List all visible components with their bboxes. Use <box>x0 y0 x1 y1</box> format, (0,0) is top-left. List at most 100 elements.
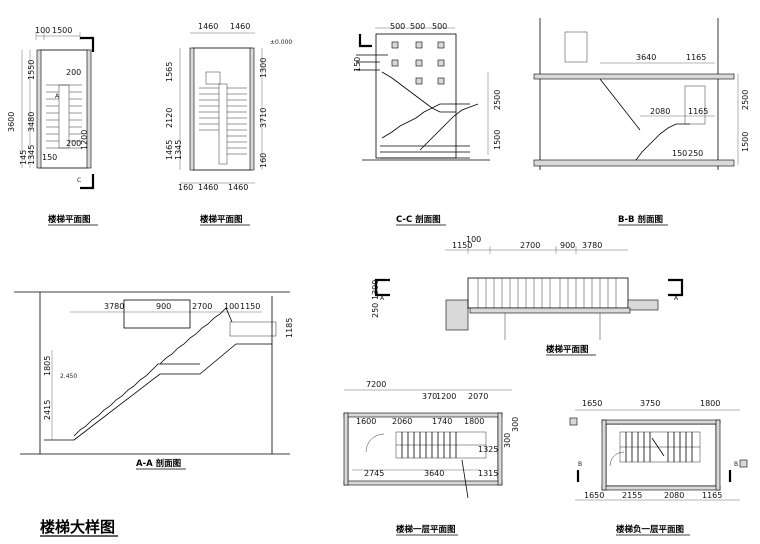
ground-dim-row-4: 1800 <box>464 417 484 426</box>
basement-plan-drawing: 1650 3750 1800 B B 1650 2155 2080 1165 楼… <box>569 399 748 536</box>
plan1-dim-left-5: 1345 <box>27 145 36 165</box>
plan2-level-note: ±0.000 <box>270 39 292 46</box>
ground-dim-row-2: 2060 <box>392 417 412 426</box>
plan1-cut-mark-top <box>80 36 95 52</box>
basement-dim-bottom-3: 2080 <box>664 491 684 500</box>
bb-dim-3: 2080 <box>650 107 670 116</box>
plan1-caption: 楼梯平面图 <box>48 214 91 225</box>
plan2-dim-bottom-1: 160 <box>178 183 193 192</box>
plan1-dim-left-4: 145 <box>19 150 28 165</box>
ground-dim-right-1: 1325 <box>478 445 498 454</box>
cc-dim-top-1: 500 <box>390 22 405 31</box>
aa-dim-top-1: 3780 <box>104 302 124 311</box>
bb-dim-2: 1165 <box>686 53 706 62</box>
plan2-dim-bottom-2: 1460 <box>198 183 218 192</box>
cc-dim-right-2: 1500 <box>493 130 502 150</box>
plan2-dim-right-3: 160 <box>259 153 268 168</box>
plan3-drawing: 100 1150 2700 900 3780 A A 250 1300 楼梯平面… <box>371 235 684 356</box>
aa-level: 2.450 <box>60 373 77 380</box>
plan1-dim-top-1: 100 <box>35 26 50 35</box>
basement-dim-top-2: 3750 <box>640 399 660 408</box>
plan1-drawing: 100 1500 1550 3480 3600 145 1345 200 200… <box>7 26 98 226</box>
plan1-cut-mark-bottom <box>80 174 95 190</box>
cc-dim-right-1: 2500 <box>493 90 502 110</box>
aa-section-drawing: 3780 900 2700 100 1150 1805 2415 2.450 1… <box>14 291 294 470</box>
ground-dim-right-3: 300 <box>503 433 512 448</box>
plan1-dim-inner-1: 200 <box>66 68 81 77</box>
basement-dim-bottom-4: 1165 <box>702 491 722 500</box>
basement-mark-left: B <box>578 461 582 468</box>
bb-caption: B-B 剖面图 <box>618 214 663 225</box>
ground-dim-top-1: 7200 <box>366 380 386 389</box>
aa-dim-left-1: 1805 <box>43 356 52 376</box>
ground-caption: 楼梯一层平面图 <box>396 524 456 535</box>
plan1-dim-left-1: 1550 <box>27 60 36 80</box>
cc-dim-left-1: 150 <box>353 57 362 72</box>
plan3-dim-top-2: 1150 <box>452 241 472 250</box>
aa-dim-top-5: 1150 <box>240 302 260 311</box>
ground-dim-bottom-2: 3640 <box>424 469 444 478</box>
ground-dim-row-1: 1600 <box>356 417 376 426</box>
bb-dim-right-1: 2500 <box>741 90 750 110</box>
plan3-caption: 楼梯平面图 <box>546 344 589 355</box>
bb-dim-5: 150 <box>672 149 687 158</box>
cc-caption: C-C 剖面图 <box>396 214 441 225</box>
cc-section-drawing: 500 500 500 2500 1500 150 C-C 剖面图 <box>353 22 502 226</box>
bb-dim-4: 1165 <box>688 107 708 116</box>
plan1-dim-left-3: 3600 <box>7 112 16 132</box>
plan2-dim-left-4: 1345 <box>174 140 183 160</box>
plan2-dim-top-2: 1460 <box>230 22 250 31</box>
plan2-caption: 楼梯平面图 <box>200 214 243 225</box>
aa-dim-top-3: 2700 <box>192 302 212 311</box>
plan3-dim-top-1: 100 <box>466 235 481 244</box>
plan3-dim-left-1: 250 <box>371 303 380 318</box>
plan2-dim-top-1: 1460 <box>198 22 218 31</box>
plan2-dim-right-2: 3710 <box>259 108 268 128</box>
plan2-dim-left-3: 1465 <box>165 140 174 160</box>
plan1-dim-top-2: 1500 <box>52 26 72 35</box>
basement-dim-top-1: 1650 <box>582 399 602 408</box>
ground-dim-right-2: 1315 <box>478 469 498 478</box>
plan1-dim-left-2: 3480 <box>27 112 36 132</box>
ground-dim-bottom-1: 2745 <box>364 469 384 478</box>
aa-dim-top-4: 100 <box>224 302 239 311</box>
bb-dim-6: 250 <box>688 149 703 158</box>
ground-dim-top-2: 370 <box>422 392 437 401</box>
ground-plan-drawing: 7200 370 1200 2070 1600 2060 1740 1800 2… <box>343 380 520 536</box>
plan2-dim-left-2: 2120 <box>165 108 174 128</box>
plan3-dim-top-3: 2700 <box>520 241 540 250</box>
bb-dim-right-2: 1500 <box>741 132 750 152</box>
plan2-drawing: 1460 1460 1565 2120 1465 1345 1300 3710 … <box>165 22 292 226</box>
ground-dim-right-4: 300 <box>511 417 520 432</box>
basement-dim-top-3: 1800 <box>700 399 720 408</box>
aa-dim-top-2: 900 <box>156 302 171 311</box>
ground-dim-top-3: 1200 <box>436 392 456 401</box>
cc-dim-top-3: 500 <box>432 22 447 31</box>
basement-dim-bottom-2: 2155 <box>622 491 642 500</box>
aa-dim-left-2: 2415 <box>43 400 52 420</box>
plan1-dim-inner-3: 1200 <box>80 130 89 150</box>
plan3-dim-left-2: 1300 <box>371 280 380 300</box>
plan3-mark-left: A <box>380 295 385 302</box>
plan3-dim-top-4: 900 <box>560 241 575 250</box>
plan1-mark-a: A <box>55 93 60 100</box>
aa-dim-right-1: 1185 <box>285 318 294 338</box>
sheet-title: 楼梯大样图 <box>40 518 115 536</box>
plan1-dim-inner-2: 200 <box>66 139 81 148</box>
plan1-mark-c: C <box>77 177 81 184</box>
basement-dim-bottom-1: 1650 <box>584 491 604 500</box>
plan3-mark-right: A <box>674 295 679 302</box>
plan2-dim-right-1: 1300 <box>259 58 268 78</box>
plan3-dim-top-5: 3780 <box>582 241 602 250</box>
plan2-dim-left-1: 1565 <box>165 62 174 82</box>
cc-dim-top-2: 500 <box>410 22 425 31</box>
bb-dim-1: 3640 <box>636 53 656 62</box>
basement-caption: 楼梯负一层平面图 <box>616 524 684 535</box>
aa-caption: A-A 剖面图 <box>136 458 181 469</box>
bb-section-drawing: 3640 1165 2080 1165 150 250 2500 1500 B-… <box>533 18 750 226</box>
plan2-dim-bottom-3: 1460 <box>228 183 248 192</box>
ground-dim-row-3: 1740 <box>432 417 452 426</box>
plan1-dim-inner-4: 150 <box>42 153 57 162</box>
basement-mark-right: B <box>734 461 738 468</box>
